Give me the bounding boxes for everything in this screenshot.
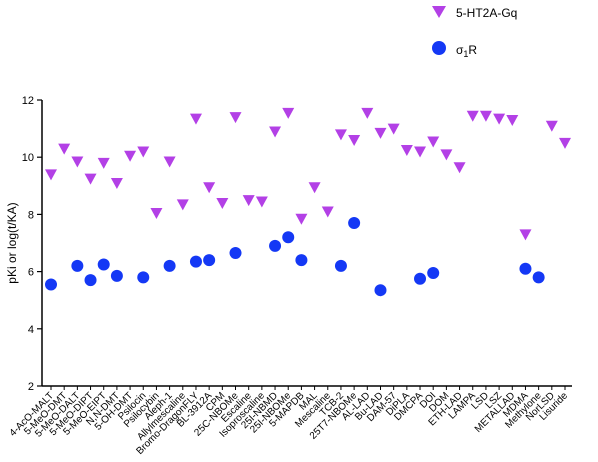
point-5ht2a — [150, 207, 163, 219]
point-5ht2a — [58, 143, 71, 155]
point-5ht2a — [427, 136, 440, 148]
legend: 5-HT2A-Gq σ1R — [432, 6, 517, 59]
y-tick-label: 12 — [22, 95, 34, 107]
point-sigma1r — [414, 272, 427, 285]
point-sigma1r — [282, 231, 295, 244]
point-sigma1r — [110, 269, 123, 282]
point-sigma1r — [163, 259, 176, 272]
point-5ht2a — [400, 145, 413, 157]
point-5ht2a — [110, 177, 123, 189]
point-5ht2a — [71, 156, 84, 168]
point-5ht2a — [453, 162, 466, 174]
point-5ht2a — [321, 206, 334, 218]
y-tick-label: 6 — [28, 267, 34, 279]
point-5ht2a — [348, 135, 361, 147]
point-sigma1r — [269, 239, 282, 252]
point-5ht2a — [374, 127, 387, 139]
point-5ht2a — [176, 199, 189, 211]
point-5ht2a — [466, 110, 479, 122]
point-sigma1r — [84, 274, 97, 287]
point-sigma1r — [427, 267, 440, 280]
point-5ht2a — [519, 229, 532, 241]
point-5ht2a — [269, 126, 282, 138]
point-sigma1r — [137, 271, 150, 284]
point-5ht2a — [189, 113, 202, 125]
legend-marker-5ht2a — [432, 6, 446, 18]
data-marks — [45, 107, 571, 297]
axes: 2 4 6 8 10 12 — [22, 95, 572, 393]
point-5ht2a — [545, 120, 558, 132]
point-5ht2a — [137, 146, 150, 158]
point-sigma1r — [348, 216, 361, 229]
point-sigma1r — [97, 258, 110, 271]
point-5ht2a — [216, 197, 229, 209]
point-sigma1r — [45, 278, 57, 291]
point-5ht2a — [387, 123, 400, 135]
x-tick-labels: 4-AcO-MALT5-MeO-DMT5-MeO-DALT5-MeO-DIPT5… — [8, 390, 571, 457]
point-5ht2a — [361, 107, 374, 119]
y-tick-label: 8 — [28, 209, 34, 221]
point-5ht2a — [242, 195, 255, 207]
legend-label-5ht2a: 5-HT2A-Gq — [456, 6, 517, 20]
point-5ht2a — [479, 110, 492, 122]
point-5ht2a — [282, 107, 295, 119]
point-5ht2a — [308, 182, 321, 194]
point-5ht2a — [255, 196, 268, 208]
point-5ht2a — [163, 156, 176, 168]
point-5ht2a — [506, 115, 519, 127]
point-5ht2a — [45, 169, 57, 181]
y-tick-label: 4 — [28, 324, 34, 336]
point-sigma1r — [334, 259, 347, 272]
point-5ht2a — [440, 149, 453, 161]
point-5ht2a — [559, 137, 571, 149]
point-5ht2a — [84, 173, 97, 185]
point-5ht2a — [124, 150, 137, 162]
point-5ht2a — [334, 129, 347, 141]
y-axis-title: pKi or log(t/KA) — [5, 202, 19, 283]
legend-marker-sigma1r — [432, 41, 446, 55]
point-5ht2a — [414, 146, 427, 158]
point-sigma1r — [71, 259, 84, 272]
y-tick-label: 2 — [28, 381, 34, 393]
point-5ht2a — [295, 213, 308, 225]
point-5ht2a — [97, 157, 110, 169]
point-5ht2a — [493, 113, 506, 125]
y-tick-label: 10 — [22, 152, 34, 164]
point-sigma1r — [532, 271, 545, 284]
point-sigma1r — [229, 247, 242, 260]
point-5ht2a — [203, 182, 216, 194]
point-sigma1r — [189, 255, 202, 268]
point-sigma1r — [295, 254, 308, 267]
legend-label-sigma1r: σ1R — [456, 43, 477, 59]
point-sigma1r — [374, 284, 387, 297]
point-5ht2a — [229, 112, 242, 124]
point-sigma1r — [519, 262, 532, 275]
point-sigma1r — [203, 254, 216, 267]
